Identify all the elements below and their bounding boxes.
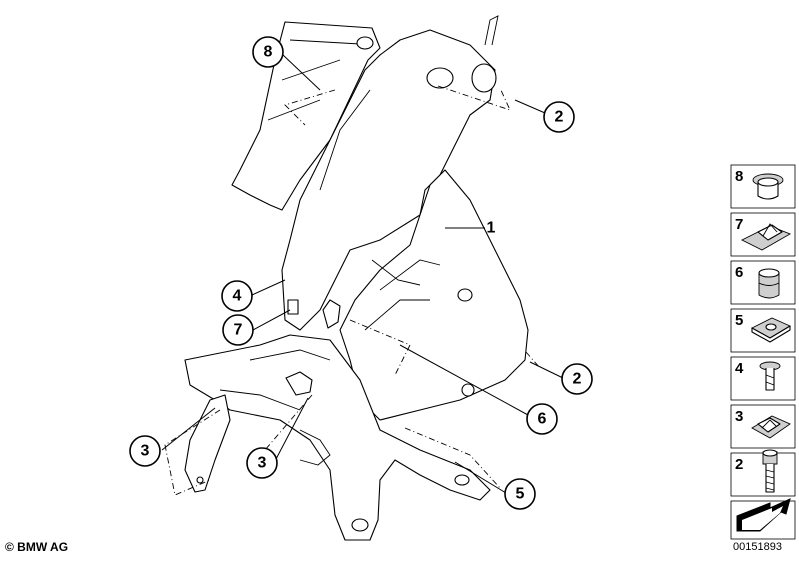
callout-8-label: 8 [264,44,273,61]
legend-number-8: 8 [735,168,743,185]
direction-arrow-box [730,498,796,540]
legend-item-2: 2 [730,449,796,497]
callout-6: 6 [526,403,558,435]
callout-4-label: 4 [233,288,242,305]
legend-number-4: 4 [735,360,744,377]
spring-clip-icon [751,415,791,439]
callout-1-label: 1 [487,220,496,237]
callout-5-label: 5 [516,486,525,503]
legend-item-6: 6 [730,260,796,305]
legend-number-7: 7 [735,216,743,233]
legend-item-8: 8 [730,164,796,209]
pedal-bracket-assembly [184,15,529,541]
callout-2-top: 2 [543,101,575,133]
legend-item-5: 5 [730,308,796,353]
callout-7: 7 [222,314,254,346]
hex-bolt-icon [762,449,778,493]
diagram-id: 00151893 [733,541,782,553]
square-nut-icon [751,317,791,343]
rubber-buffer-icon [758,268,780,299]
legend-number-3: 3 [735,408,743,425]
legend-item-7: 7 [730,212,796,257]
copyright-text: © BMW AG [5,540,69,554]
legend-number-5: 5 [735,312,743,329]
legend-item-4: 4 [730,356,796,401]
callout-4: 4 [221,280,253,312]
callout-2-right: 2 [561,363,593,395]
callout-3-bottom: 3 [246,447,278,479]
legend-number-6: 6 [735,264,743,281]
push-rivet-icon [759,361,781,391]
callout-6-label: 6 [538,411,547,428]
callout-5: 5 [504,478,536,510]
parts-legend: 8 7 6 5 [730,164,796,540]
callout-2-top-label: 2 [555,109,564,126]
callout-3-bottom-label: 3 [258,455,267,472]
legend-item-3: 3 [730,404,796,449]
callout-7-label: 7 [234,322,243,339]
callout-leaders [161,54,564,494]
callout-3-left: 3 [129,435,161,467]
callout-1: 1 [487,220,496,237]
legend-number-2: 2 [735,456,743,473]
clip-nut-icon [740,223,792,251]
callout-2-right-label: 2 [573,371,582,388]
callout-3-left-label: 3 [141,443,150,460]
grommet-icon [752,173,784,200]
callout-8: 8 [252,36,284,68]
